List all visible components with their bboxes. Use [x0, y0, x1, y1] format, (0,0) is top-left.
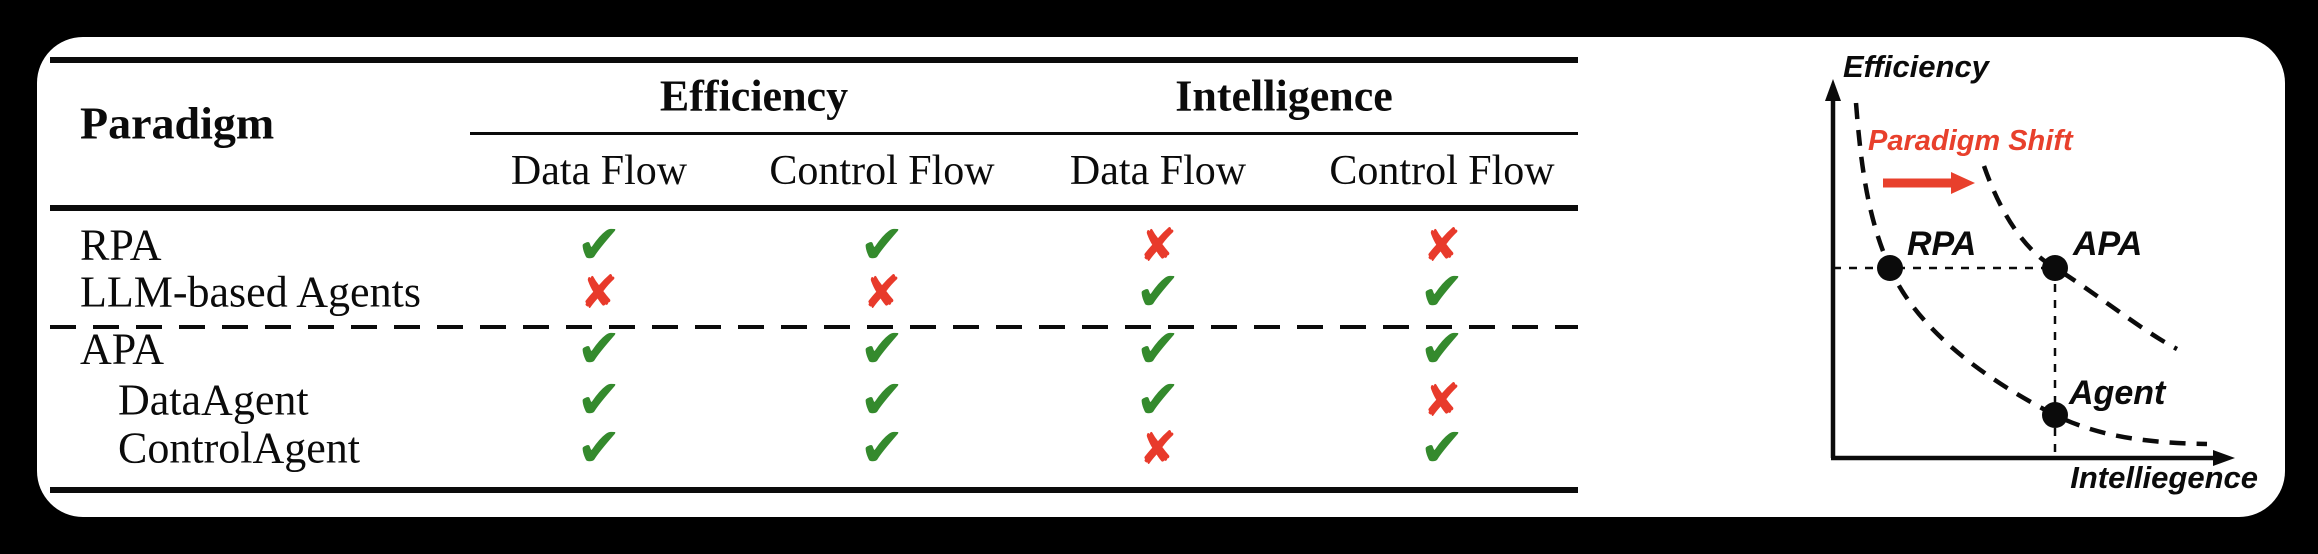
mark-cell: ✔	[859, 213, 905, 276]
efficiency-intelligence-plot: Efficiency Intelliegence Paradigm Shift …	[1825, 49, 2258, 495]
mark-cell: ✔	[859, 317, 905, 380]
agent-point	[2042, 402, 2068, 428]
mark-cell: ✔	[576, 416, 622, 479]
table-top-rule	[50, 57, 1578, 63]
mark-cell: ✘	[1422, 218, 1462, 272]
mark-cell: ✘	[1422, 373, 1462, 427]
apa-point	[2042, 255, 2068, 281]
table-header-rule	[50, 205, 1578, 211]
y-axis-label: Efficiency	[1843, 49, 1991, 84]
mark-cell: ✔	[859, 368, 905, 431]
mark-cell: ✘	[579, 265, 619, 319]
row-label-llm-based-agents: LLM-based Agents	[80, 267, 421, 317]
mark-cell: ✔	[1419, 260, 1465, 323]
row-label-dataagent: DataAgent	[118, 375, 309, 425]
row-label-controlagent: ControlAgent	[118, 423, 360, 473]
subheader-intelligence-control-flow: Control Flow	[1329, 148, 1555, 194]
group-header-efficiency: Efficiency	[659, 71, 849, 121]
mark-cell: ✔	[576, 213, 622, 276]
mark-cell: ✔	[1135, 317, 1181, 380]
agent-point-label: Agent	[2068, 374, 2167, 412]
mark-cell: ✘	[1138, 218, 1178, 272]
y-axis-arrowhead	[1825, 79, 1841, 101]
mark-cell: ✘	[1138, 421, 1178, 475]
table-bottom-rule	[50, 487, 1578, 493]
table-cmid-rule	[470, 132, 1578, 135]
x-axis-arrowhead	[2213, 450, 2235, 466]
rpa-point-label: RPA	[1907, 225, 1976, 263]
mark-cell: ✘	[862, 265, 902, 319]
mark-cell: ✔	[1419, 317, 1465, 380]
row-label-rpa: RPA	[80, 220, 162, 270]
paradigm-shift-label: Paradigm Shift	[1868, 125, 2074, 157]
x-axis-label: Intelliegence	[2070, 460, 2258, 495]
mark-cell: ✔	[576, 368, 622, 431]
rpa-point	[1877, 255, 1903, 281]
mark-cell: ✔	[859, 416, 905, 479]
figure-card	[37, 37, 2285, 517]
subheader-efficiency-control-flow: Control Flow	[769, 148, 995, 194]
table-dashed-divider	[50, 325, 1578, 329]
apa-point-label: APA	[2072, 225, 2142, 263]
column-header-paradigm: Paradigm	[80, 97, 275, 149]
rpa-agent-curve	[1853, 102, 2208, 447]
group-header-intelligence: Intelligence	[1175, 71, 1393, 121]
apa-shifted-curve	[1981, 165, 2179, 351]
row-label-apa: APA	[80, 324, 164, 374]
mark-cell: ✔	[1135, 368, 1181, 431]
mark-cell: ✔	[576, 317, 622, 380]
mark-cell: ✔	[1419, 416, 1465, 479]
mark-cell: ✔	[1135, 260, 1181, 323]
subheader-intelligence-data-flow: Data Flow	[1069, 148, 1247, 194]
paradigm-shift-arrowhead	[1951, 172, 1975, 194]
subheader-efficiency-data-flow: Data Flow	[510, 148, 688, 194]
